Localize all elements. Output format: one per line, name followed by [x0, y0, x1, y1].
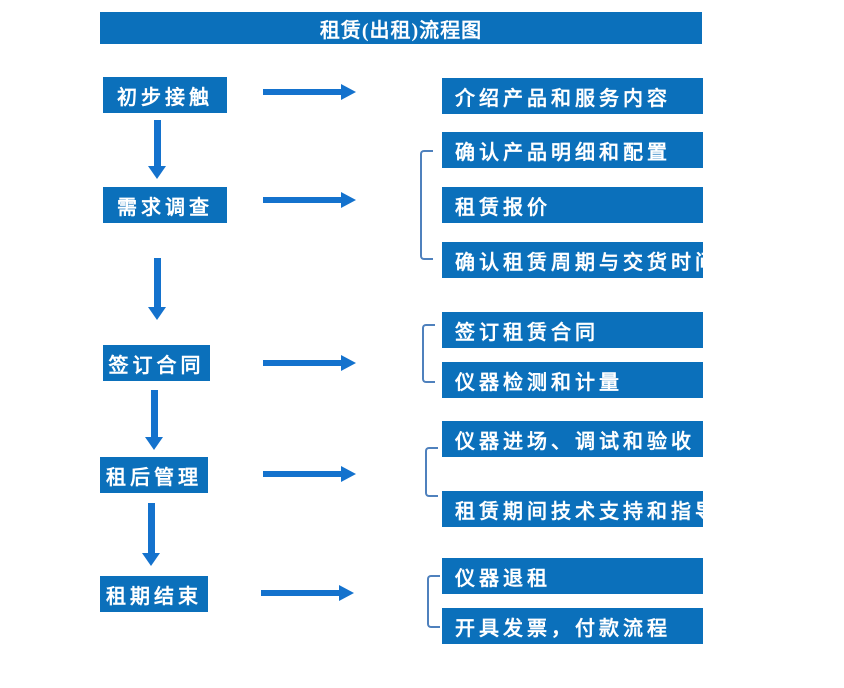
detail-box-invoice-payment: 开具发票，付款流程 — [442, 608, 703, 644]
detail-box-instrument-testing: 仪器检测和计量 — [442, 362, 703, 398]
right-arrow-step2-to-details — [263, 192, 356, 208]
right-arrow-step3-to-details — [263, 355, 356, 371]
right-arrow-step4-to-details — [263, 466, 356, 482]
detail-box-technical-support: 租赁期间技术支持和指导 — [442, 491, 715, 527]
step-box-rental-end: 租期结束 — [100, 576, 208, 612]
detail-box-introduce-products: 介绍产品和服务内容 — [442, 78, 703, 114]
right-arrow-step1-to-details — [263, 84, 356, 100]
right-arrow-step5-to-details — [261, 585, 354, 601]
step-box-initial-contact: 初步接触 — [103, 77, 227, 113]
down-arrow-step2-to-step3 — [148, 258, 166, 320]
group-bracket-rental-end — [427, 575, 440, 628]
group-bracket-post-rental — [425, 447, 438, 497]
down-arrow-step4-to-step5 — [142, 503, 160, 566]
step-box-post-rental-management: 租后管理 — [100, 457, 208, 493]
step-box-demand-survey: 需求调查 — [103, 187, 227, 223]
group-bracket-sign-contract — [422, 324, 435, 383]
step-box-sign-contract: 签订合同 — [103, 345, 210, 381]
detail-box-sign-rental-contract: 签订租赁合同 — [442, 312, 703, 348]
detail-box-confirm-product-details: 确认产品明细和配置 — [442, 132, 703, 168]
down-arrow-step1-to-step2 — [148, 120, 166, 179]
down-arrow-step3-to-step4 — [145, 390, 163, 450]
flowchart-title: 租赁(出租)流程图 — [100, 12, 702, 44]
detail-box-confirm-rental-period: 确认租赁周期与交货时间 — [442, 242, 715, 278]
detail-box-instrument-return: 仪器退租 — [442, 558, 703, 594]
group-bracket-demand-survey — [420, 150, 433, 260]
detail-box-rental-quote: 租赁报价 — [442, 187, 703, 223]
detail-box-instrument-entry-acceptance: 仪器进场、调试和验收 — [442, 421, 703, 457]
